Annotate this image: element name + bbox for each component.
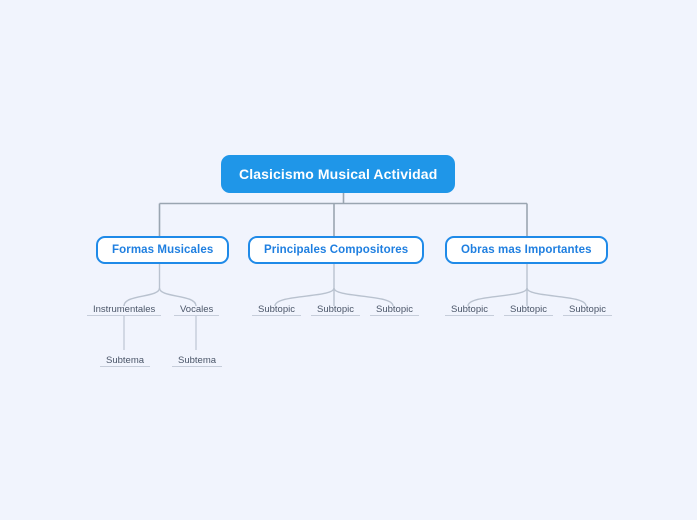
mindmap-leaf-obras-3[interactable]: Subtopic: [563, 299, 612, 316]
mindmap-leaf-obras-1[interactable]: Subtopic: [445, 299, 494, 316]
mindmap-leaf-subtema-instrumentales[interactable]: Subtema: [100, 350, 151, 367]
mindmap-leaf-obras-2[interactable]: Subtopic: [504, 299, 553, 316]
mindmap-leaf-label: Subtopic: [569, 303, 606, 315]
mindmap-leaf-label: Subtopic: [510, 303, 547, 315]
mindmap-leaf-compositores-1[interactable]: Subtopic: [252, 299, 301, 316]
mindmap-branch-label: Principales Compositores: [264, 244, 409, 256]
mindmap-branch-formas-musicales[interactable]: Formas Musicales: [96, 236, 230, 264]
mindmap-root-node[interactable]: Clasicismo Musical Actividad: [221, 155, 456, 193]
mindmap-leaf-compositores-2[interactable]: Subtopic: [311, 299, 360, 316]
mindmap-leaf-vocales[interactable]: Vocales: [174, 299, 220, 316]
mindmap-branch-label: Formas Musicales: [112, 244, 214, 256]
mindmap-branch-label: Obras mas Importantes: [461, 244, 592, 256]
mindmap-leaf-compositores-3[interactable]: Subtopic: [370, 299, 419, 316]
mindmap-leaf-label: Subtopic: [258, 303, 295, 315]
mindmap-branch-obras-mas-importantes[interactable]: Obras mas Importantes: [445, 236, 608, 264]
mindmap-leaf-subtema-vocales[interactable]: Subtema: [172, 350, 223, 367]
mindmap-leaf-label: Vocales: [180, 303, 214, 315]
mindmap-leaf-label: Subtopic: [451, 303, 488, 315]
mindmap-leaf-label: Subtema: [178, 354, 217, 366]
mindmap-branch-principales-compositores[interactable]: Principales Compositores: [248, 236, 425, 264]
mindmap-leaf-instrumentales[interactable]: Instrumentales: [87, 299, 162, 316]
mindmap-leaf-label: Subtema: [106, 354, 145, 366]
mindmap-leaf-label: Subtopic: [376, 303, 413, 315]
mindmap-root-label: Clasicismo Musical Actividad: [239, 166, 438, 182]
mindmap-leaf-label: Subtopic: [317, 303, 354, 315]
mindmap-leaf-label: Instrumentales: [93, 303, 156, 315]
